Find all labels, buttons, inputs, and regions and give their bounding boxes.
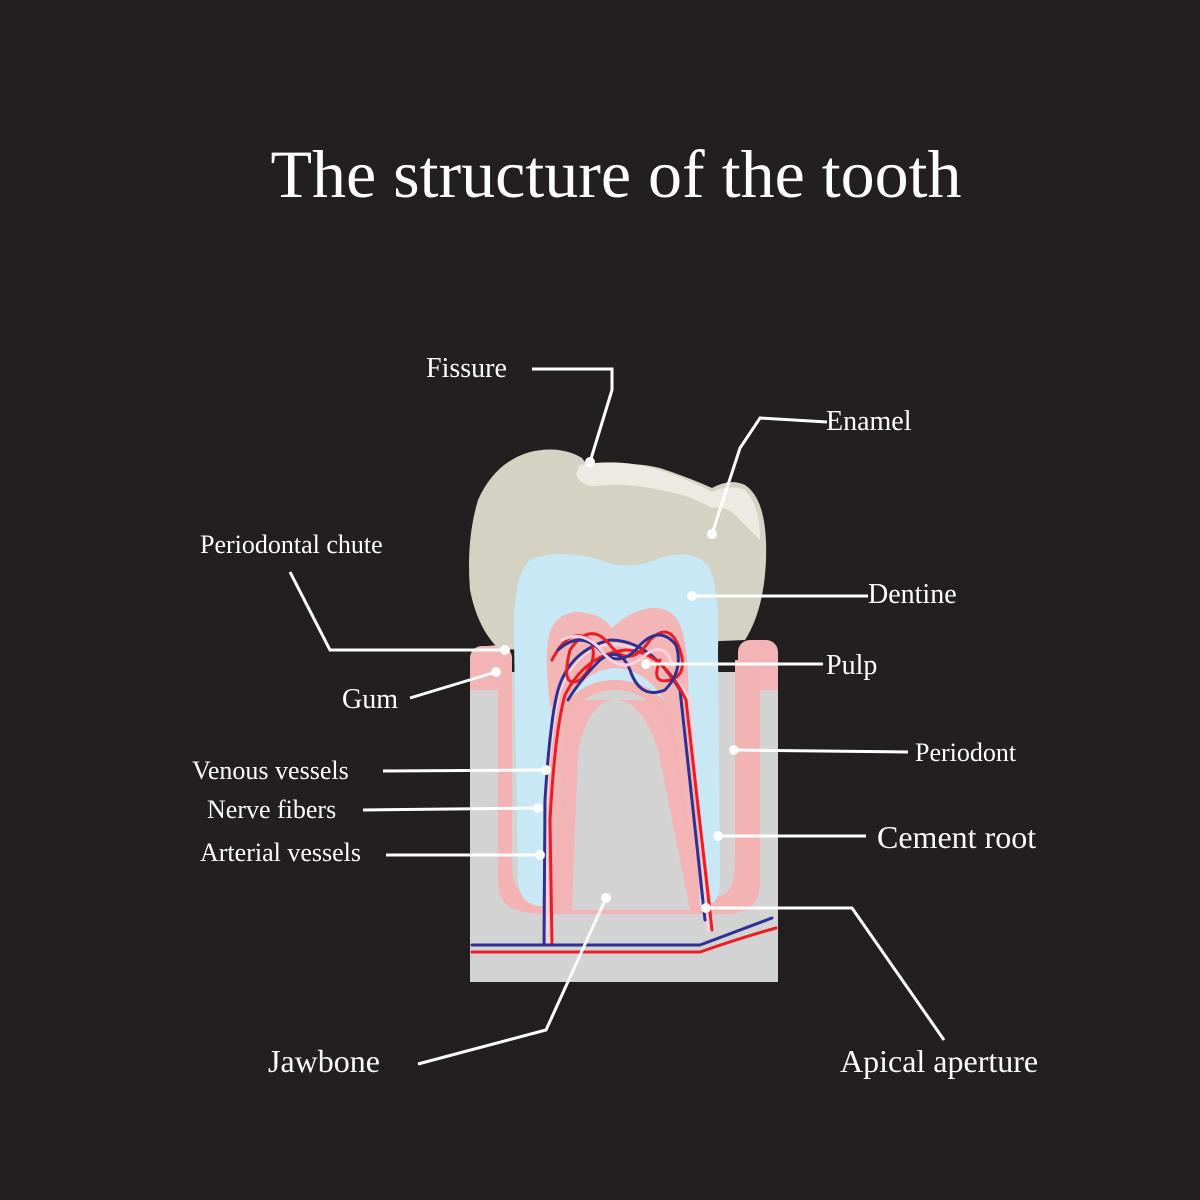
label-periodontal-chute: Periodontal chute	[200, 530, 383, 559]
leader-gum	[409, 670, 497, 700]
label-apical-aperture: Apical aperture	[840, 1043, 1039, 1079]
pulp-nerve-tangle	[560, 634, 674, 667]
leader-lines	[288, 367, 946, 1066]
leader-enamel	[710, 416, 828, 535]
leader-jawbone	[417, 897, 608, 1066]
label-cement-root: Cement root	[877, 819, 1037, 855]
label-periodont: Periodont	[915, 738, 1017, 767]
base-vein	[470, 916, 774, 947]
label-fissure: Fissure	[426, 353, 507, 384]
leader-venous	[382, 768, 547, 773]
label-arterial-vessels: Arterial vessels	[200, 838, 362, 867]
leader-nerve	[362, 806, 539, 812]
page-title: The structure of the tooth	[270, 136, 962, 212]
label-nerve-fibers: Nerve fibers	[207, 795, 337, 824]
label-jawbone: Jawbone	[268, 1043, 380, 1079]
vessel-network	[470, 630, 778, 954]
label-gum: Gum	[342, 684, 398, 715]
base-artery	[470, 926, 778, 954]
leader-fissure	[532, 367, 614, 463]
label-venous-vessels: Venous vessels	[192, 756, 349, 785]
leader-periodontal-chute	[288, 571, 505, 652]
label-pulp: Pulp	[826, 650, 878, 681]
inter-root-bone	[572, 700, 690, 910]
leader-periodont	[733, 748, 909, 754]
leader-apical	[706, 906, 946, 1041]
label-dentine: Dentine	[868, 579, 957, 610]
label-enamel: Enamel	[826, 406, 912, 437]
pointer-dots	[491, 457, 739, 913]
pulp-vessel-tangle	[550, 630, 684, 684]
enamel-highlight	[576, 462, 760, 540]
